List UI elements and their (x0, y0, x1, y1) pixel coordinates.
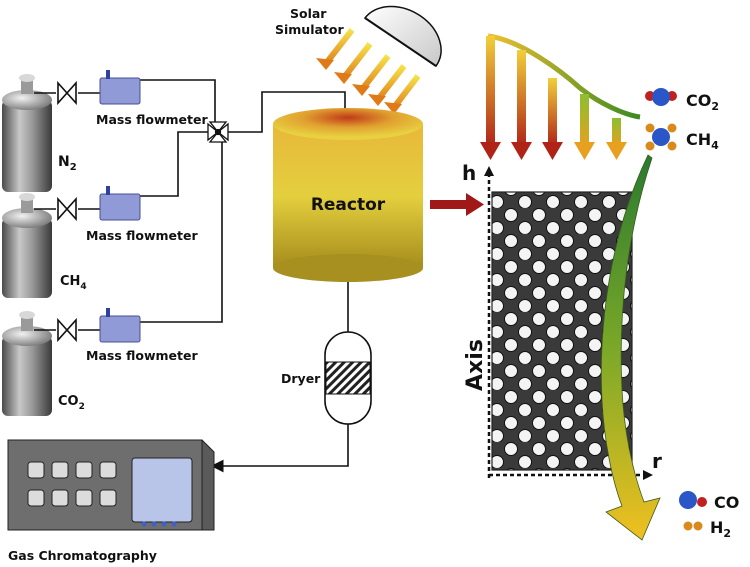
co-label: CO (714, 493, 739, 512)
ch4-label: CH4 (686, 130, 719, 152)
solar-simulator-icon (363, 5, 442, 68)
solar-label-line2: Simulator (275, 22, 344, 37)
reactor-vessel (273, 108, 423, 282)
axis-title: Axis (463, 339, 488, 391)
dryer-gc-line (210, 424, 349, 473)
cylinder-co2 (2, 311, 52, 416)
co2-molecule-icon (645, 88, 677, 106)
flowmeter-label-2: Mass flowmeter (86, 228, 198, 243)
mixing-valve-icon (207, 121, 229, 143)
co-molecule-icon (679, 491, 707, 509)
flowmeter-2 (99, 186, 141, 221)
axis-r-label: r (652, 449, 662, 473)
co2-label: CO2 (686, 91, 719, 113)
gas-label-ch4: CH4 (60, 274, 87, 292)
dryer-vessel (324, 331, 372, 425)
ch4-molecule-icon (645, 123, 677, 151)
flow-arrow-icon (430, 193, 484, 216)
gc-label: Gas Chromatography (8, 548, 157, 563)
solar-label-line1: Solar (290, 6, 327, 21)
reaction-flow-arrow (600, 154, 661, 541)
gas-label-co2: CO2 (58, 394, 85, 412)
h2-label: H2 (710, 518, 731, 540)
flowmeter-1 (99, 70, 141, 105)
axis-h-label: h (462, 161, 476, 185)
h2-molecule-icon (683, 521, 703, 531)
gas-chromatograph (7, 439, 215, 531)
axis-r-arrow-icon (643, 470, 653, 480)
solar-rays (316, 28, 421, 114)
incident-light-arrows (480, 36, 627, 160)
axis-h-arrow-icon (484, 166, 494, 176)
gas-label-n2: N2 (58, 154, 77, 173)
irradiance-curve (487, 33, 641, 120)
flowmeter-3 (99, 308, 141, 343)
flowmeter-label-1: Mass flowmeter (96, 112, 208, 127)
cylinder-n2 (2, 74, 52, 192)
valve-icon (57, 80, 77, 343)
flowmeter-label-3: Mass flowmeter (86, 348, 198, 363)
gas-lines (34, 79, 346, 331)
cylinder-ch4 (2, 193, 52, 298)
dryer-label: Dryer (281, 371, 321, 386)
reactor-label: Reactor (311, 195, 386, 215)
